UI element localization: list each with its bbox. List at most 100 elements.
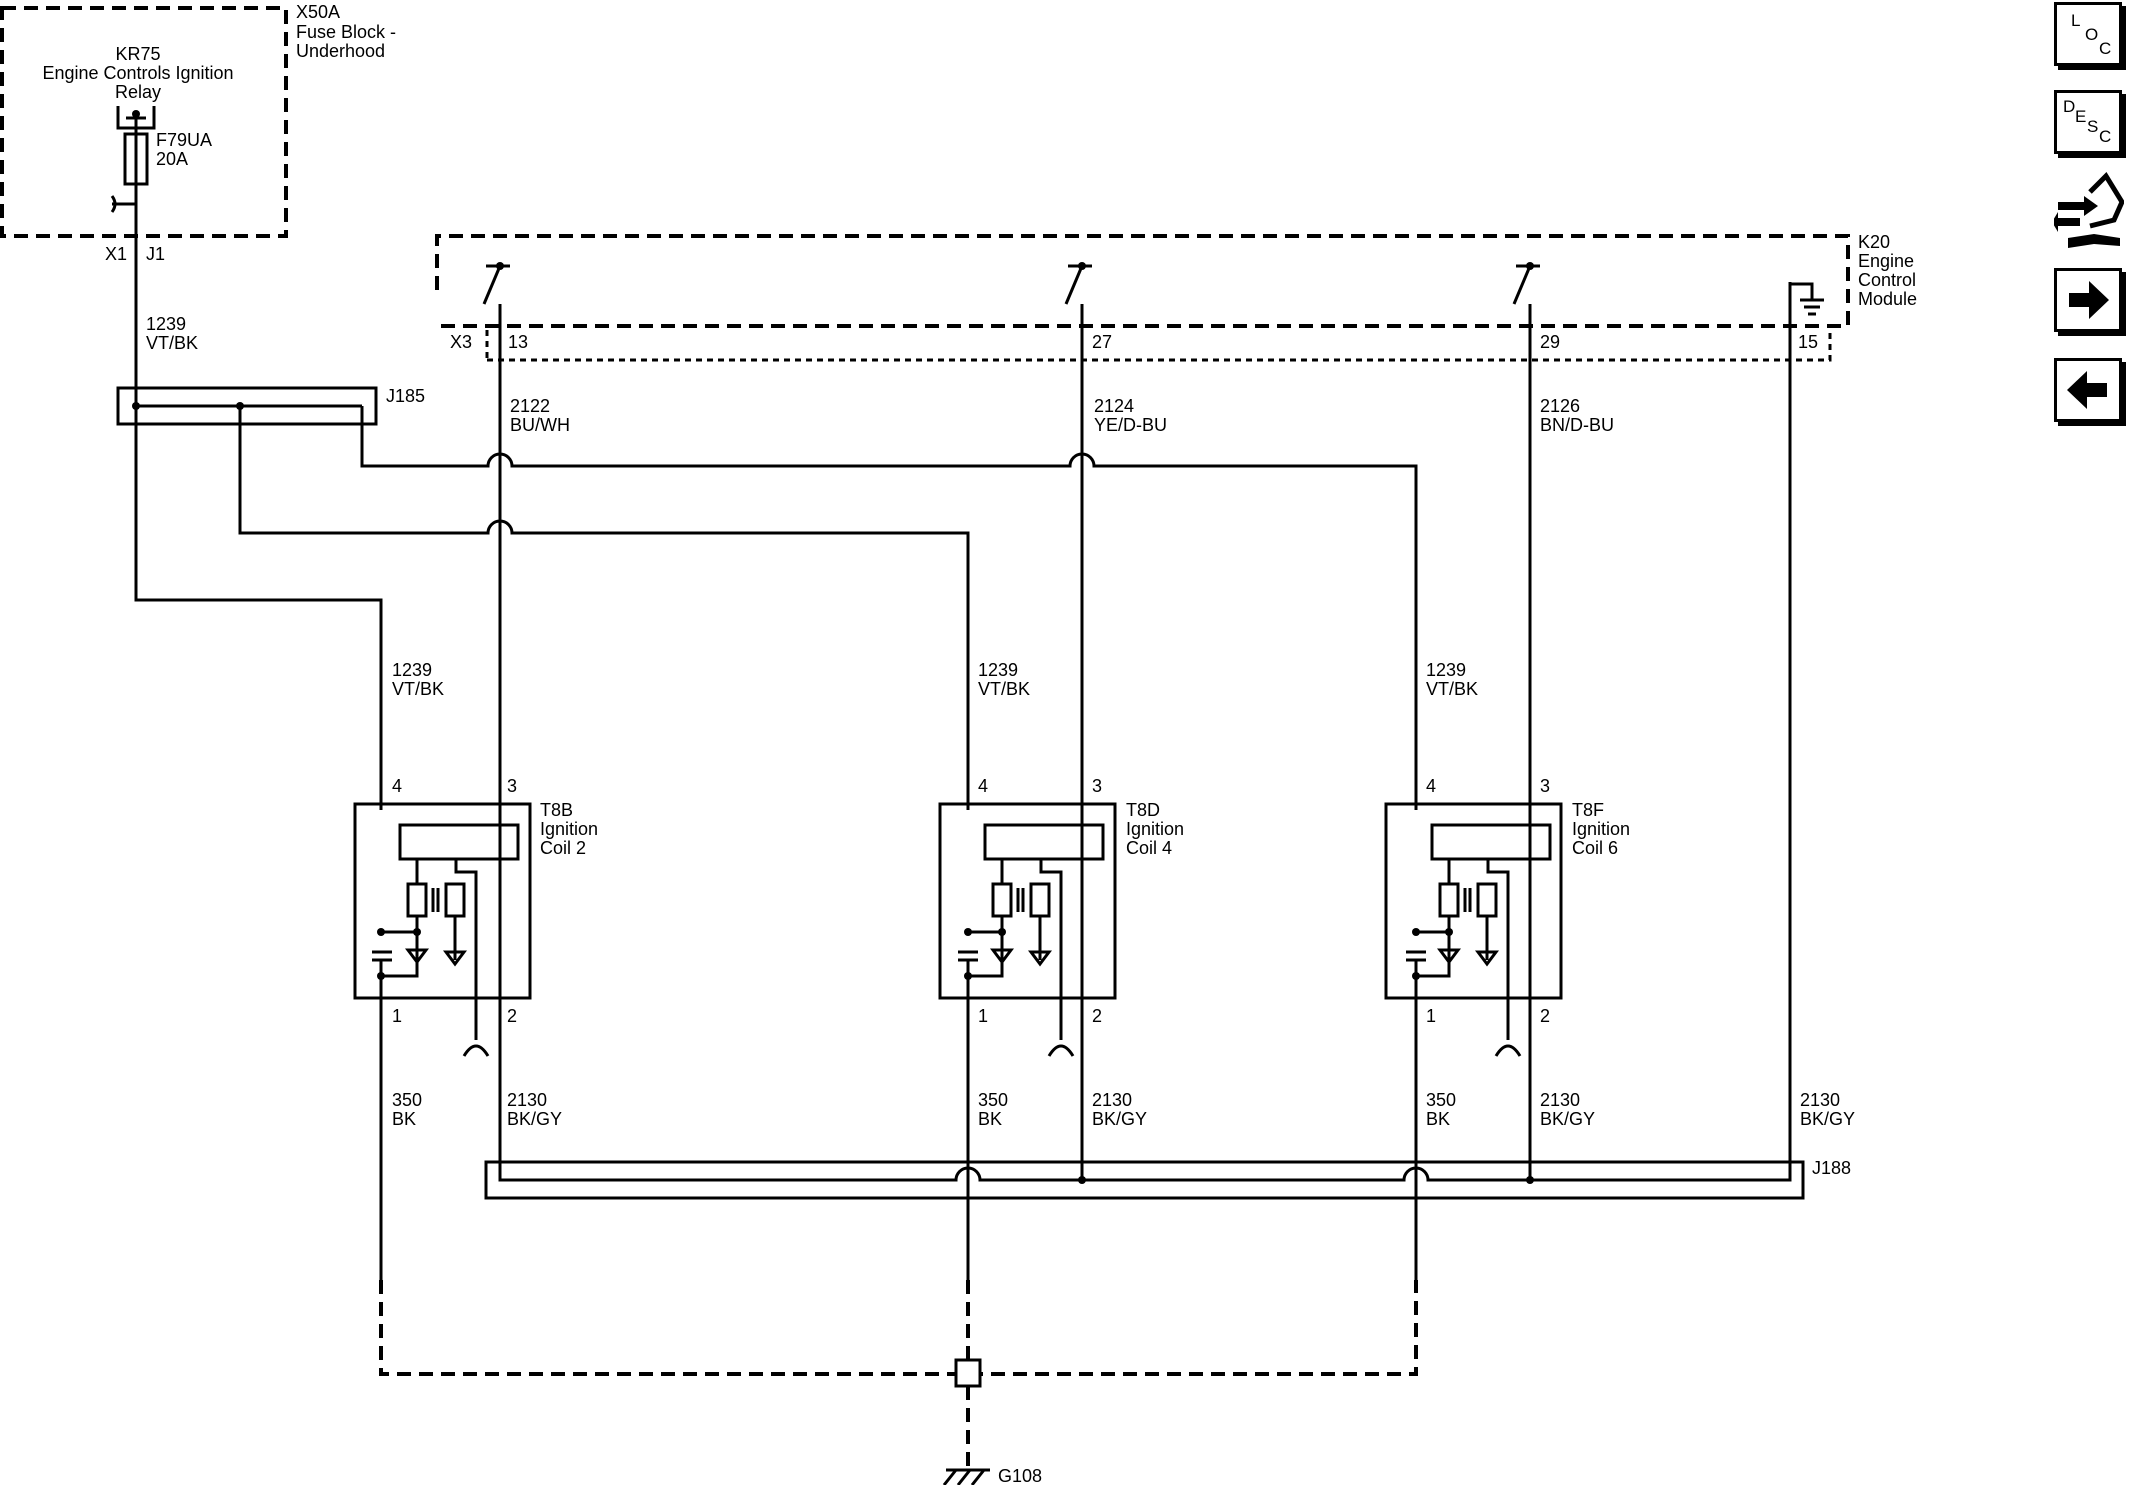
ecm-k20: K20 Engine Control Module X3 13 27 29 15 — [435, 232, 1917, 362]
loc-letter-o: O — [2085, 25, 2099, 44]
fuse-rating: 20A — [156, 149, 188, 169]
ecm-pin-13: 13 — [508, 332, 528, 352]
coil-t8f-line2: Coil 6 — [1572, 838, 1618, 858]
loc-letter-c: C — [2099, 39, 2112, 58]
loc-letter-l: L — [2071, 11, 2081, 30]
relay-contact-symbol — [116, 106, 156, 132]
coil-t8d-line1: Ignition — [1126, 819, 1184, 839]
control-wire-2124-circuit: 2124 — [1094, 396, 1134, 416]
relay-name-line1: Engine Controls Ignition — [42, 63, 233, 83]
coil-t8f-gnd-circuit: 350 — [1426, 1090, 1456, 1110]
coil-t8d-gnd-circuit: 350 — [978, 1090, 1008, 1110]
fuse-block-id: X50A — [296, 2, 340, 22]
terminal-symbol — [110, 195, 136, 213]
coil-t8d-pin-4: 4 — [978, 776, 988, 796]
desc-letter-s: S — [2087, 117, 2099, 136]
ignition-coil-t8d: 1239 VT/BK 4 3 1 2 T8D Ignition Coil 4 3… — [938, 660, 1184, 1129]
ecm-ground-symbol — [1788, 282, 1824, 316]
previous-page-button[interactable] — [2054, 358, 2122, 422]
splice-j185: J185 — [116, 386, 425, 426]
connector-view-button[interactable] — [2052, 171, 2125, 252]
ecm-name-line2: Control — [1858, 270, 1916, 290]
control-wire-2124-color: YE/D-BU — [1094, 415, 1167, 435]
ecm-name-line1: Engine — [1858, 251, 1914, 271]
coil-t8b-pin-3: 3 — [507, 776, 517, 796]
coil-t8b-ref-color: BK/GY — [507, 1109, 562, 1129]
coil-t8d-pin-3: 3 — [1092, 776, 1102, 796]
control-wire-2122-color: BU/WH — [510, 415, 570, 435]
ignition-coil-t8f: 1239 VT/BK 4 3 1 2 T8F Ignition Coil 6 3… — [1384, 660, 1630, 1129]
loc-button[interactable]: L O C — [2054, 2, 2122, 66]
ecm-pin-27: 27 — [1092, 332, 1112, 352]
ecm-pin-29: 29 — [1540, 332, 1560, 352]
coil-t8f-pin-4: 4 — [1426, 776, 1436, 796]
desc-letter-c: C — [2099, 127, 2112, 146]
coil-t8d-primary-block — [983, 823, 1105, 861]
ecm-connector-x3: X3 — [450, 332, 472, 352]
coil-t8b-feed-color: VT/BK — [392, 679, 444, 699]
coil-t8f-pin-1: 1 — [1426, 1006, 1436, 1026]
coil-t8d-feed-color: VT/BK — [978, 679, 1030, 699]
coil-t8b-pin-4: 4 — [392, 776, 402, 796]
coil-t8d-id: T8D — [1126, 800, 1160, 820]
coil-t8d-pin-2: 2 — [1092, 1006, 1102, 1026]
control-wire-2126-color: BN/D-BU — [1540, 415, 1614, 435]
relay-id: KR75 — [115, 44, 160, 64]
coil-t8d-pin-1: 1 — [978, 1006, 988, 1026]
connector-view-icon — [2052, 171, 2125, 248]
coil-t8d-gnd-color: BK — [978, 1109, 1002, 1129]
ignition-coil-t8b: 1239 VT/BK 4 3 1 2 T8B Ignition Coil 2 3… — [353, 660, 598, 1129]
coil-t8b-line1: Ignition — [540, 819, 598, 839]
fuse-block-name-line1: Fuse Block - — [296, 22, 396, 42]
feed-wire-1239 — [134, 186, 383, 810]
coil-t8d-feed-circuit: 1239 — [978, 660, 1018, 680]
coil-t8b-pin-1: 1 — [392, 1006, 402, 1026]
splice-j185-label: J185 — [386, 386, 425, 406]
arrow-left-icon — [2067, 371, 2107, 409]
ecm-driver-switch-2 — [1064, 262, 1092, 305]
coil-t8b-primary-block — [398, 823, 520, 861]
coil-t8b-gnd-circuit: 350 — [392, 1090, 422, 1110]
ecm-ground-wire-circuit: 2130 — [1800, 1090, 1840, 1110]
coil-t8b-id: T8B — [540, 800, 573, 820]
ground-splice-square — [954, 1358, 982, 1388]
control-wire-2126-circuit: 2126 — [1540, 396, 1580, 416]
ground-g108-label: G108 — [998, 1466, 1042, 1485]
coil-t8b-ref-circuit: 2130 — [507, 1090, 547, 1110]
splice-j188-label: J188 — [1812, 1158, 1851, 1178]
desc-button[interactable]: D E S C — [2054, 90, 2122, 154]
coil-t8f-pin-3: 3 — [1540, 776, 1550, 796]
fuse-block-name-line2: Underhood — [296, 41, 385, 61]
ground-g108-symbol — [942, 1468, 990, 1485]
coil-t8d-line2: Coil 4 — [1126, 838, 1172, 858]
relay-name-line2: Relay — [115, 82, 161, 102]
coil-t8b-pin-2: 2 — [507, 1006, 517, 1026]
coil-t8b-feed-circuit: 1239 — [392, 660, 432, 680]
feed-wire-color: VT/BK — [146, 333, 198, 353]
fuse-block-x50a: X50A Fuse Block - Underhood KR75 Engine … — [0, 2, 396, 264]
fuse-id: F79UA — [156, 130, 212, 150]
feed-wire-circuit: 1239 — [146, 314, 186, 334]
ecm-driver-switch-1 — [482, 262, 510, 305]
coil-t8d-ref-color: BK/GY — [1092, 1109, 1147, 1129]
ecm-ground-wire-color: BK/GY — [1800, 1109, 1855, 1129]
desc-letter-d: D — [2063, 97, 2076, 116]
ecm-driver-switch-3 — [1512, 262, 1540, 305]
ground-dashed-bus — [379, 1280, 1418, 1376]
coil-t8f-id: T8F — [1572, 800, 1604, 820]
coil-t8f-ref-circuit: 2130 — [1540, 1090, 1580, 1110]
coil-t8f-feed-color: VT/BK — [1426, 679, 1478, 699]
ecm-name-line3: Module — [1858, 289, 1917, 309]
coil-t8d-ref-circuit: 2130 — [1092, 1090, 1132, 1110]
fuse-pin-j1: J1 — [146, 244, 165, 264]
coil-t8f-pin-2: 2 — [1540, 1006, 1550, 1026]
splice-j188: J188 — [484, 1158, 1851, 1200]
fuse-connector-x1: X1 — [105, 244, 127, 264]
coil-t8b-gnd-color: BK — [392, 1109, 416, 1129]
control-wire-2122-circuit: 2122 — [510, 396, 550, 416]
coil-t8b-line2: Coil 2 — [540, 838, 586, 858]
arrow-right-icon — [2069, 281, 2109, 319]
next-page-button[interactable] — [2054, 268, 2122, 332]
coil-t8f-feed-circuit: 1239 — [1426, 660, 1466, 680]
